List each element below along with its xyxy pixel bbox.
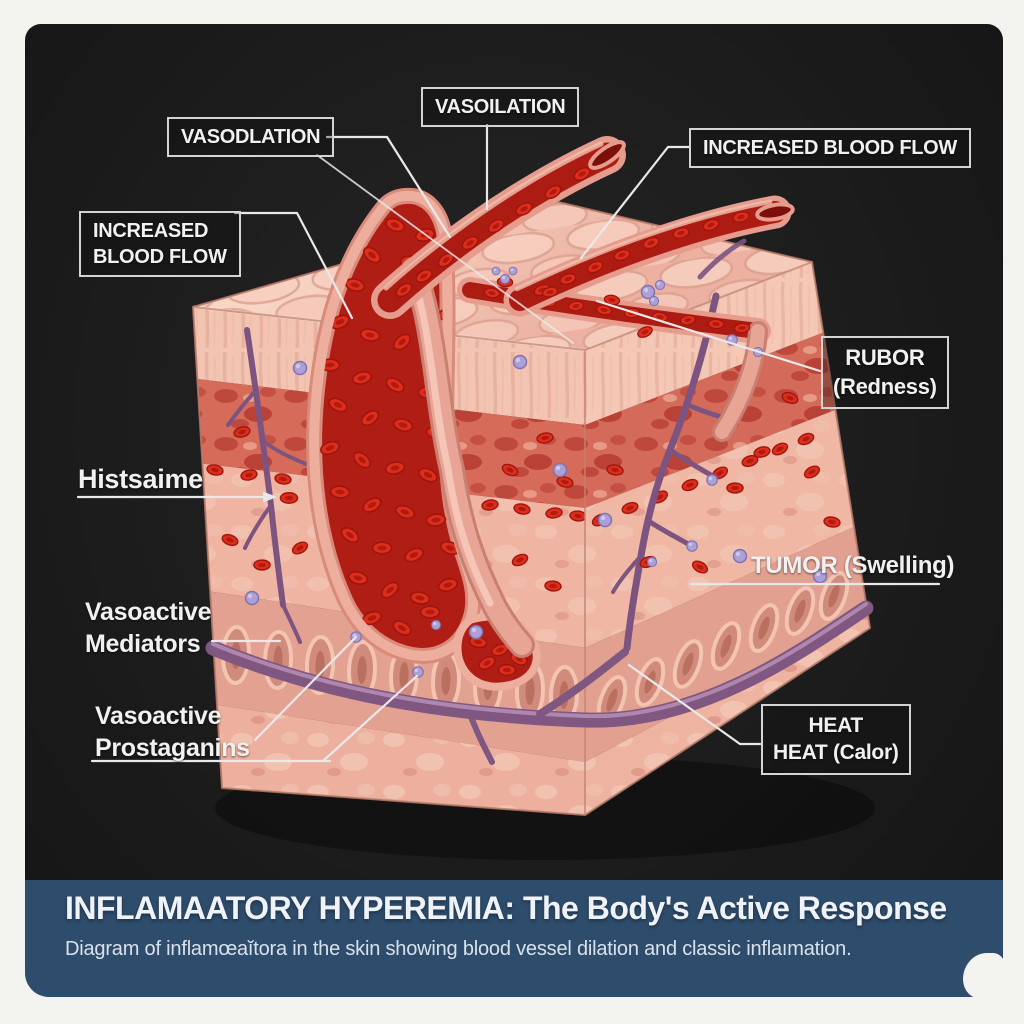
label-line: HEAT: [808, 714, 864, 737]
label-vasodilation-top: VASOILATION: [421, 87, 580, 127]
label-line: (Redness): [833, 373, 937, 399]
label-line: Prostaganins: [95, 733, 250, 762]
label-line: INCREASED: [93, 220, 209, 242]
corner-artifact: [963, 953, 1005, 999]
label-increased-blood-flow-left: INCREASED BLOOD FLOW: [79, 211, 241, 277]
label-rubor-redness: RUBOR (Redness): [821, 336, 949, 410]
banner-subtitle: Diagram of inflamœaĭtora in the skin sho…: [65, 938, 852, 960]
diagram-card: [25, 24, 1003, 997]
label-line: RUBOR: [845, 345, 925, 370]
label-vasoactive-mediators: Vasoactive Mediators: [85, 597, 212, 660]
label-line: Vasoactive: [95, 702, 222, 730]
label-line: BLOOD FLOW: [93, 246, 227, 268]
label-line: Vasoactive: [85, 598, 212, 626]
label-line: Mediators: [85, 629, 201, 658]
label-vasoactive-prostaglandins: Vasoactive Prostaganins: [95, 701, 250, 764]
label-increased-blood-flow-top: INCREASED BLOOD FLOW: [689, 128, 971, 168]
banner-title: INFLAMAATORY HYPEREMIA: The Body's Activ…: [65, 890, 947, 926]
label-vasodilation-left: VASODLATION: [167, 117, 335, 157]
label-histamine: Histsaime: [78, 464, 203, 494]
label-tumor-swelling: TUMOR (Swelling): [751, 552, 955, 579]
label-heat-calor: HEAT HEAT (Calor): [761, 704, 911, 775]
label-line: HEAT (Calor): [773, 741, 899, 765]
title-banner: INFLAMAATORY HYPEREMIA: The Body's Activ…: [25, 880, 1005, 999]
